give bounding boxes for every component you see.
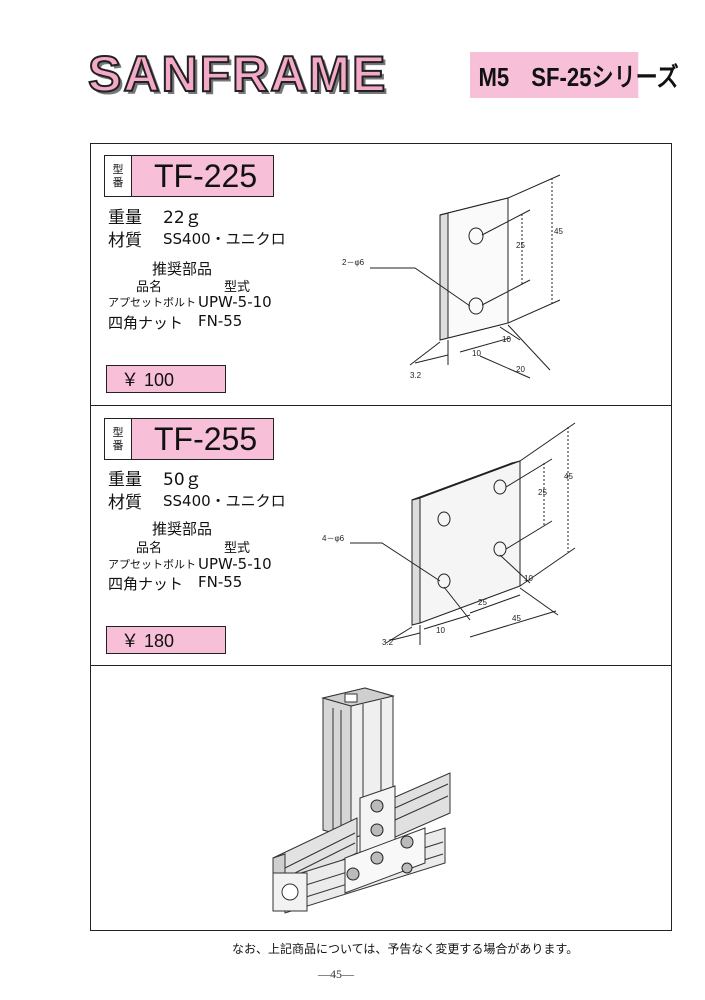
material-label: 材質 xyxy=(108,493,142,513)
brand-logo: SANFRAME xyxy=(87,45,388,103)
col-type: 型式 xyxy=(224,280,251,295)
parts-title: 推奨部品 xyxy=(152,260,213,278)
part-type: FN-55 xyxy=(198,312,243,330)
dimension-label: 10 xyxy=(502,335,511,344)
tag-char: 番 xyxy=(112,439,124,452)
disclaimer-note: なお、上記商品については、予告なく変更する場合があります。 xyxy=(232,942,579,956)
model-number: TF-255 xyxy=(132,418,274,460)
weight-label: 重量 xyxy=(108,208,142,228)
tag-char: 型 xyxy=(112,163,124,176)
dimension-label: 2－φ6 xyxy=(342,258,365,267)
dimension-label: 45 xyxy=(512,614,521,623)
dimension-label: 45 xyxy=(564,472,573,481)
bolt-hole xyxy=(468,297,484,315)
bolt-heads xyxy=(346,799,414,881)
bolt-head xyxy=(346,867,360,881)
material-value: SS400・ユニクロ xyxy=(163,492,286,510)
dimension-label: 10 xyxy=(436,626,445,635)
part-name: アプセットボルト xyxy=(108,296,196,309)
bolt-head xyxy=(400,835,414,849)
col-name: 品名 xyxy=(136,280,163,295)
dimension-label: 4－φ6 xyxy=(322,534,345,543)
part-name: 四角ナット xyxy=(108,314,184,332)
model-tag: 型 番 xyxy=(104,155,132,197)
weight-value: 22ｇ xyxy=(163,208,202,228)
weight-value: 50ｇ xyxy=(163,470,202,490)
tag-char: 番 xyxy=(112,176,124,189)
plate-drawing: 2－φ6 45 25 10 10 20 3.2 xyxy=(342,174,563,380)
bolt-head xyxy=(401,862,413,874)
series-title: M5 SF-25シリーズ xyxy=(470,52,679,98)
material-label: 材質 xyxy=(108,231,142,251)
model-tag: 型 番 xyxy=(104,418,132,460)
part-type: UPW-5-10 xyxy=(198,293,272,311)
plate-drawing: 4－φ6 45 25 10 25 45 10 3.2 xyxy=(322,422,576,647)
dimension-label: 25 xyxy=(516,241,525,250)
weight-label: 重量 xyxy=(108,470,142,490)
bolt-head xyxy=(370,851,384,865)
dimension-label: 25 xyxy=(478,598,487,607)
parts-title: 推奨部品 xyxy=(152,520,213,538)
page-number: ―45― xyxy=(318,967,354,981)
section-divider xyxy=(90,405,672,406)
catalog-frame xyxy=(90,143,672,931)
part-name: アプセットボルト xyxy=(108,558,196,571)
assembly-illustration xyxy=(272,687,451,914)
bolt-head xyxy=(370,799,384,813)
dimension-label: 3.2 xyxy=(382,638,394,647)
part-type: UPW-5-10 xyxy=(198,555,272,573)
price-box: ￥ 180 xyxy=(106,626,226,654)
bolt-hole xyxy=(437,573,451,589)
section-divider xyxy=(90,665,672,666)
dimension-label: 45 xyxy=(554,227,563,236)
dimension-label: 10 xyxy=(524,574,533,583)
dimension-label: 25 xyxy=(538,488,547,497)
dimension-label: 10 xyxy=(472,349,481,358)
part-type: FN-55 xyxy=(198,573,243,591)
bolt-hole xyxy=(468,227,484,245)
model-number: TF-225 xyxy=(132,155,274,197)
price-box: ￥ 100 xyxy=(106,365,226,393)
bolt-head xyxy=(370,823,384,837)
part-name: 四角ナット xyxy=(108,575,184,593)
bolt-hole xyxy=(437,511,451,527)
col-name: 品名 xyxy=(136,541,163,556)
tag-char: 型 xyxy=(112,426,124,439)
dimension-label: 20 xyxy=(516,365,525,374)
material-value: SS400・ユニクロ xyxy=(163,230,286,248)
col-type: 型式 xyxy=(224,541,251,556)
dimension-label: 3.2 xyxy=(410,371,422,380)
